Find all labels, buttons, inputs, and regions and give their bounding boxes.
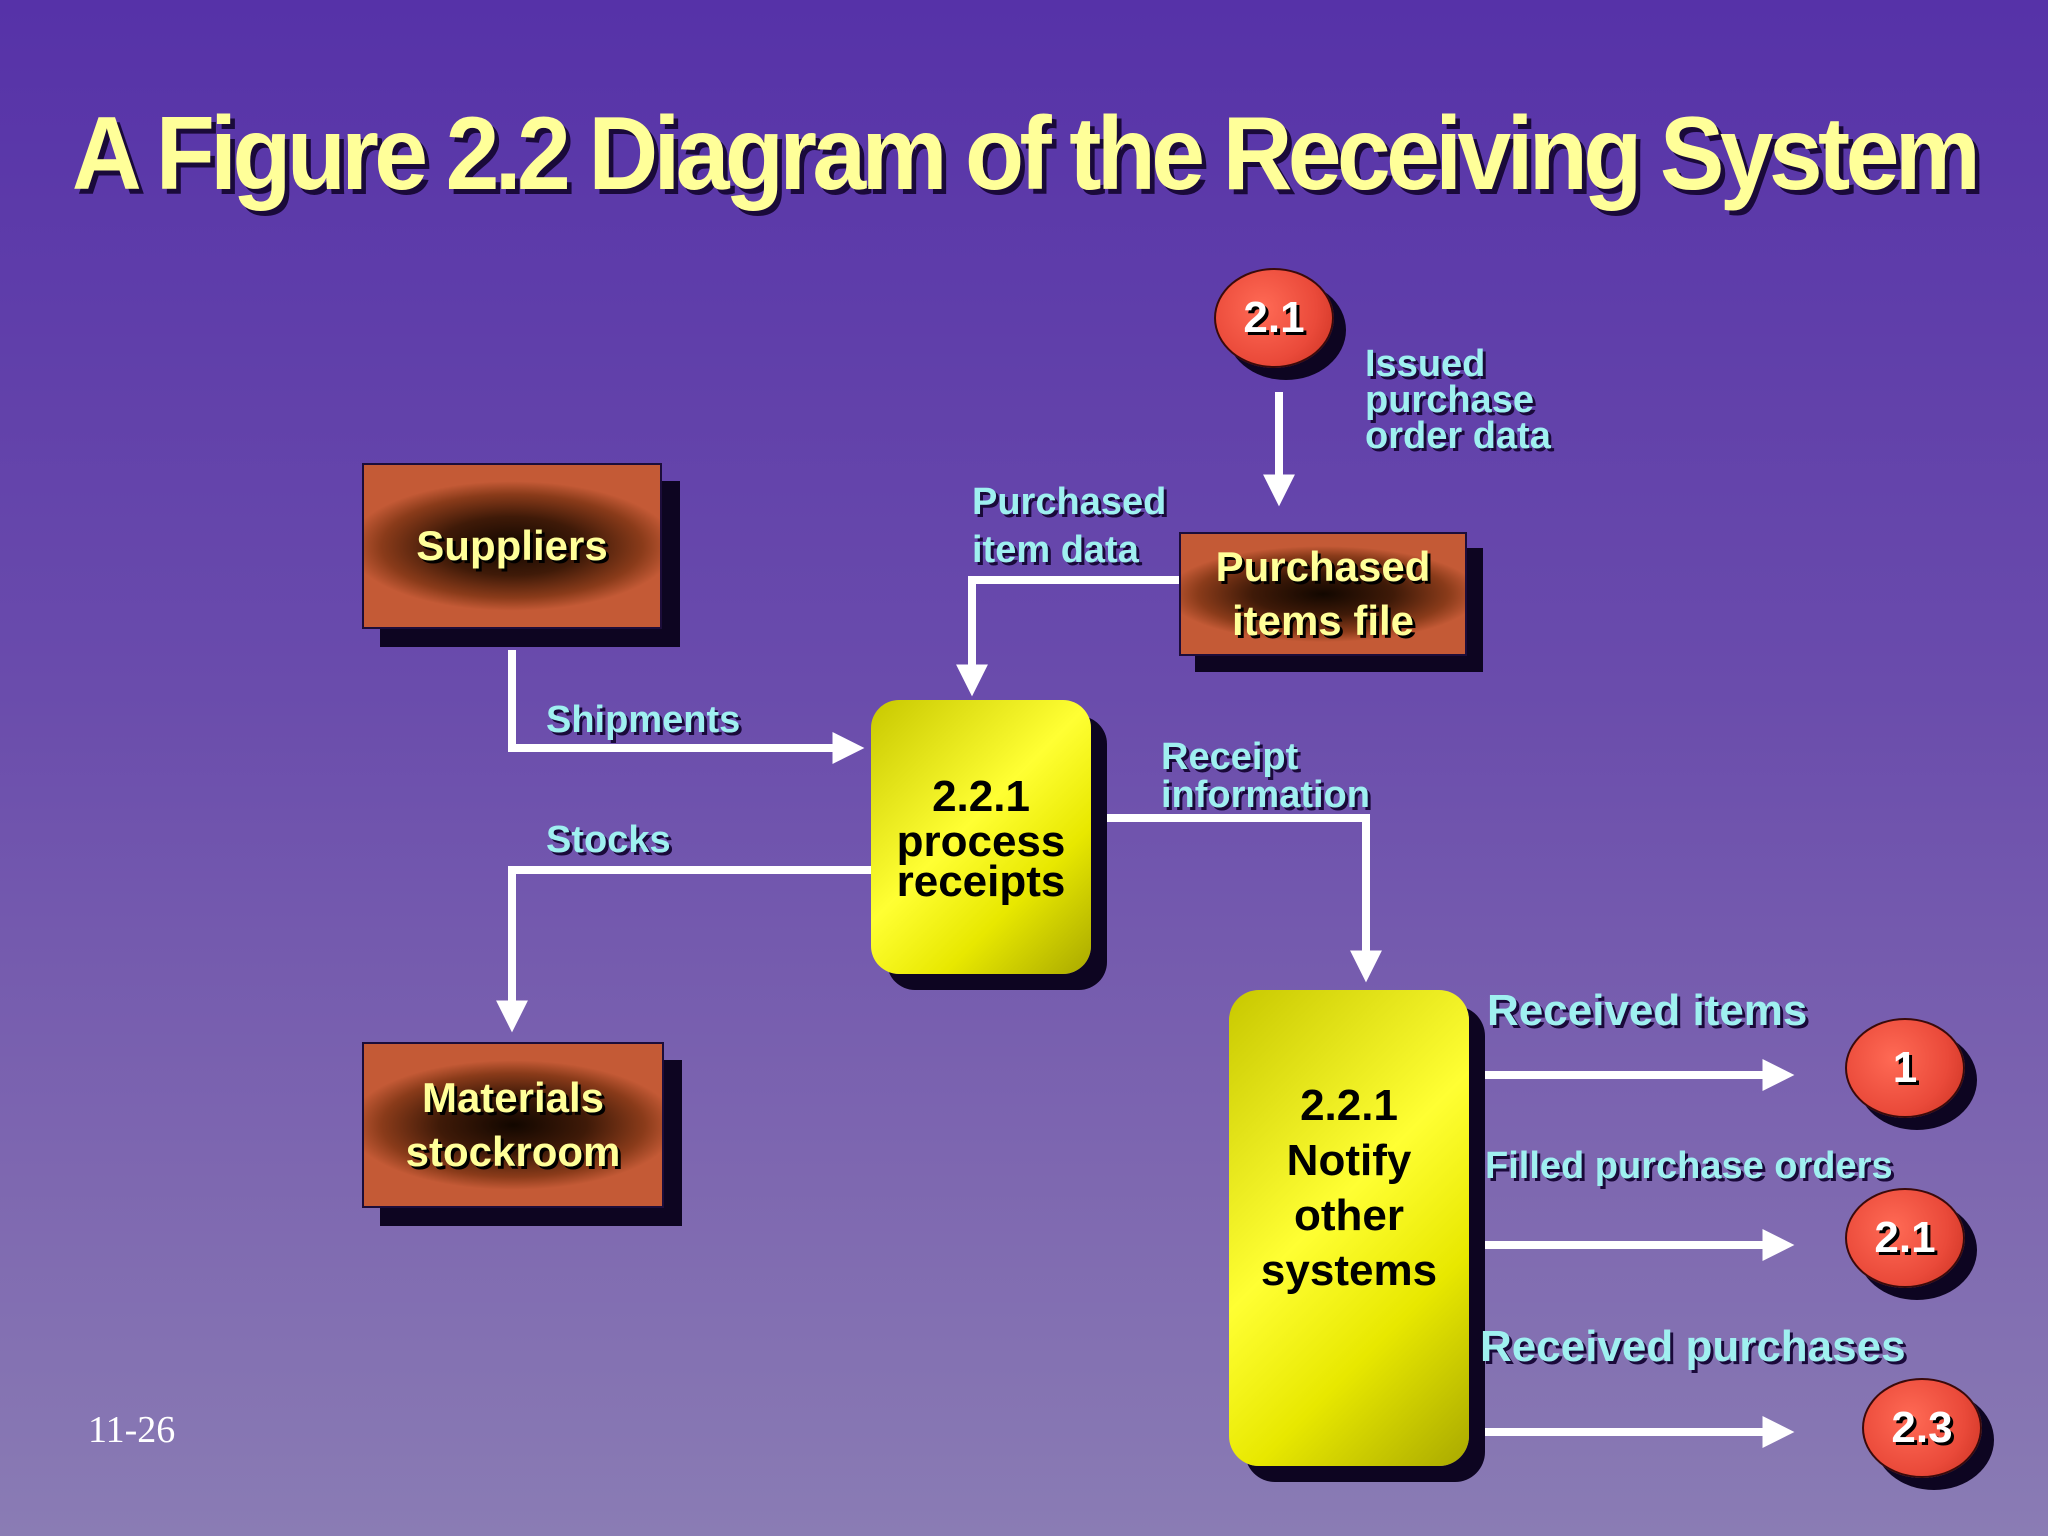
connector-2-3-output: 2.3 xyxy=(1862,1378,1982,1478)
connector-2-1-input: 2.1 xyxy=(1214,268,1334,368)
purchased-items-file-store: Purchased items file xyxy=(1179,532,1467,656)
notify-process-label: Notify other systems xyxy=(1260,1136,1438,1295)
connector-1-output-label: 1 xyxy=(1892,1043,1918,1092)
connector-2-1-input-label: 2.1 xyxy=(1243,293,1305,342)
connector-1-output: 1 xyxy=(1845,1018,1965,1118)
arrow-receipt-information xyxy=(1097,814,1382,983)
process-receipts-id: 2.2.1 xyxy=(932,772,1030,821)
arrow-stocks xyxy=(496,866,872,1033)
purchased-items-file-label: Purchased items file xyxy=(1215,543,1431,644)
notify-process-id: 2.2.1 xyxy=(1300,1081,1398,1130)
process-receipts-label: process receipts xyxy=(896,817,1066,906)
flow-label-received-purchases: Received purchases xyxy=(1480,1322,1906,1371)
flow-label-stocks: Stocks xyxy=(546,819,671,861)
arrow-shipments xyxy=(508,650,865,764)
connector-2-1-output: 2.1 xyxy=(1845,1188,1965,1288)
arrow-purchased-item-data xyxy=(956,576,1180,697)
connector-2-1-output-label: 2.1 xyxy=(1874,1213,1936,1262)
process-receipts: 2.2.1 process receipts xyxy=(871,700,1091,974)
flow-label-received-items: Received items xyxy=(1487,986,1808,1035)
connector-2-3-output-label: 2.3 xyxy=(1891,1403,1953,1452)
notify-other-systems-process: 2.2.1 Notify other systems xyxy=(1229,990,1469,1466)
flow-label-purchased-item-data: Purchased item data xyxy=(972,481,1167,571)
flow-label-filled-purchase-orders: Filled purchase orders xyxy=(1485,1145,1893,1187)
flow-label-issued-po-data: Issued purchase order data xyxy=(1365,343,1551,457)
flow-label-receipt-information: Receipt information xyxy=(1161,736,1370,816)
materials-stockroom-label: Materials stockroom xyxy=(405,1074,621,1175)
suppliers-label: Suppliers xyxy=(416,522,608,569)
materials-stockroom-entity: Materials stockroom xyxy=(362,1042,664,1208)
flow-label-shipments: Shipments xyxy=(546,699,741,741)
page-title: A Figure 2.2 Diagram of the Receiving Sy… xyxy=(71,96,1981,212)
suppliers-entity: Suppliers xyxy=(362,463,662,629)
page-number: 11-26 xyxy=(88,1409,176,1451)
